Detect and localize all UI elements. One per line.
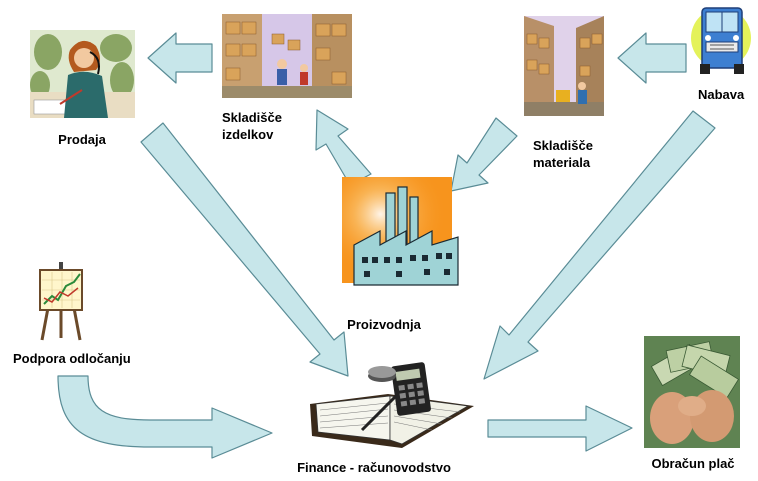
- arrow-izdelki-to-prodaja: [147, 32, 213, 84]
- node-label-skladisce-izdelkov-2: izdelkov: [222, 127, 274, 142]
- node-label-prodaja: Prodaja: [58, 132, 106, 147]
- sales-woman-phone-icon: [30, 30, 135, 118]
- chart-easel-icon: [38, 262, 84, 342]
- delivery-truck-icon: [688, 2, 754, 78]
- node-label-proizvodnja: Proizvodnja: [347, 317, 421, 332]
- node-label-skladisce-materiala-1: Skladišče: [533, 138, 593, 153]
- warehouse-materials-icon: [524, 16, 604, 116]
- node-label-obracun: Obračun plač: [651, 456, 735, 471]
- arrow-nabava-to-materiala: [617, 32, 687, 84]
- node-label-finance: Finance - računovodstvo: [297, 460, 451, 475]
- arrow-prodaja-to-finance: [140, 122, 349, 377]
- ledger-calculator-icon: [302, 360, 478, 450]
- node-label-skladisce-izdelkov-1: Skladišče: [222, 110, 282, 125]
- arrow-finance-to-obracun: [487, 405, 633, 452]
- factory-icon: [340, 175, 466, 293]
- node-label-podpora: Podpora odločanju: [13, 351, 131, 366]
- node-label-nabava: Nabava: [698, 87, 745, 102]
- arrow-podpora-to-finance: [57, 375, 273, 459]
- arrow-materiala-to-proizvodnja: [450, 117, 518, 192]
- node-label-skladisce-materiala-2: materiala: [533, 155, 591, 170]
- warehouse-products-icon: [222, 14, 352, 98]
- arrow-proizvodnja-to-izdelki: [315, 109, 372, 186]
- arrow-nabava-to-finance: [483, 110, 716, 380]
- money-hands-icon: [644, 336, 740, 448]
